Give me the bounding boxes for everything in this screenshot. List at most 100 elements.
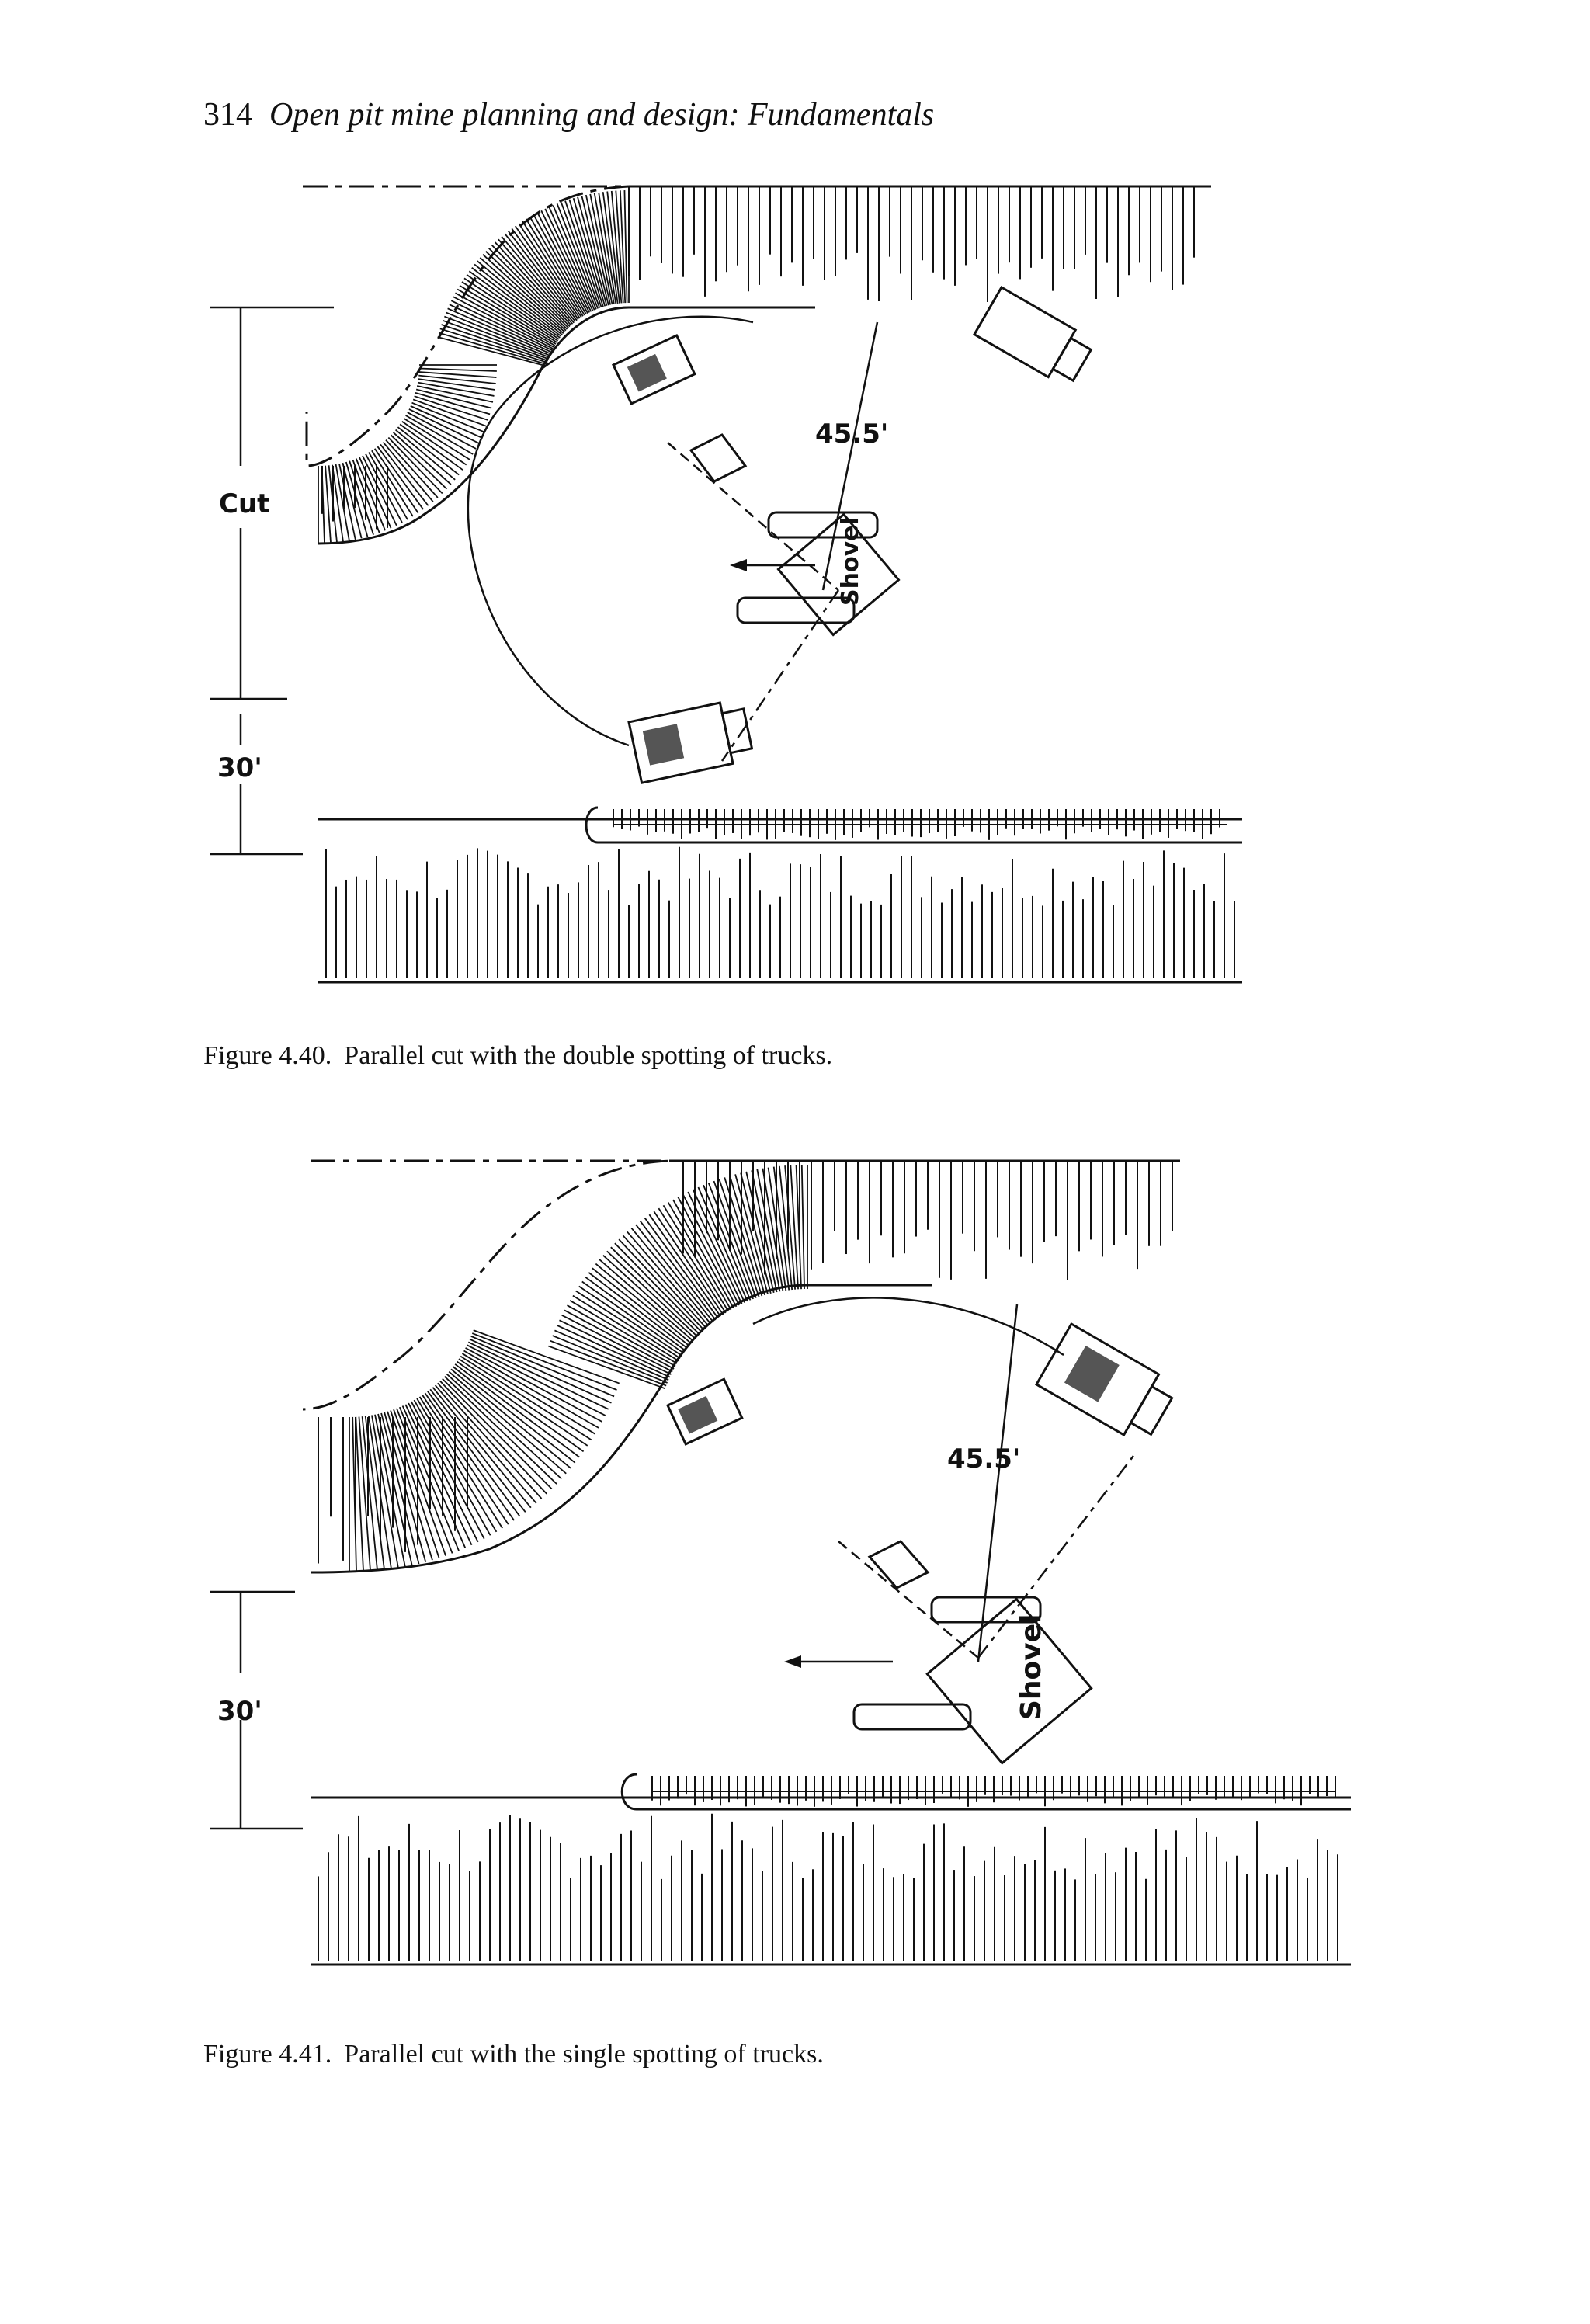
hatch-mark	[403, 418, 470, 460]
hatch-mark	[560, 202, 601, 308]
hatch-mark	[439, 328, 548, 363]
upper-band-inner-edge	[318, 306, 815, 545]
hatch-mark	[362, 455, 398, 526]
hatch-mark	[427, 1391, 521, 1517]
hatch-mark	[415, 388, 492, 409]
hatch-mark	[623, 190, 628, 304]
hatch-mark	[692, 1189, 745, 1303]
hatch-mark	[800, 1165, 805, 1290]
hatch-mark	[779, 1165, 793, 1291]
hatch-mark	[477, 260, 564, 334]
hatch-mark	[544, 208, 594, 311]
hatch-mark	[358, 1416, 371, 1572]
hatch-mark	[548, 207, 595, 311]
hatch-mark	[418, 371, 497, 378]
hatch-mark	[552, 205, 597, 310]
hatch-mark	[416, 1398, 498, 1533]
hatch-mark	[559, 1319, 672, 1375]
hatch-mark	[411, 1401, 485, 1540]
hatch-mark	[424, 1392, 515, 1521]
hatch-mark	[552, 1335, 668, 1384]
hatch-mark	[677, 1197, 738, 1308]
hatch-mark	[367, 1416, 392, 1570]
truck-upper-band	[666, 1377, 744, 1446]
hatch-mark	[635, 1224, 714, 1322]
hatch-mark	[405, 415, 474, 455]
hatch-mark	[461, 281, 557, 343]
hatch-mark	[658, 1207, 727, 1314]
hatch-mark	[572, 197, 606, 307]
hatch-mark	[482, 254, 567, 332]
hatch-mark	[368, 452, 408, 520]
hatch-mark	[554, 1329, 669, 1381]
hatch-mark	[418, 378, 495, 391]
figure-4-40-caption: Figure 4.40.Parallel cut with the double…	[203, 1039, 832, 1073]
hatch-mark	[572, 1294, 679, 1362]
hatch-mark	[518, 223, 582, 318]
truck-upper-band	[612, 333, 696, 405]
hatch-mark	[387, 436, 443, 495]
hatch-mark	[432, 1387, 532, 1509]
hatch-mark	[471, 1332, 617, 1391]
hatch-mark	[393, 432, 452, 485]
hatch-mark	[463, 1350, 599, 1429]
hatch-mark	[397, 426, 460, 476]
truck-lower-left	[627, 701, 754, 785]
width-label: 30'	[217, 752, 262, 783]
hatch-mark	[404, 1404, 473, 1546]
hatch-mark	[442, 1377, 553, 1490]
hatch-mark	[515, 225, 581, 319]
hatch-mark	[364, 1416, 385, 1571]
hatch-mark	[380, 443, 429, 506]
hatch-mark	[784, 1165, 797, 1290]
book-title: Open pit mine planning and design	[269, 97, 729, 133]
upper-band-inner-edge	[310, 1284, 932, 1574]
hatch-mark	[790, 1165, 799, 1290]
hatch-mark	[408, 408, 480, 444]
hatch-mark	[495, 241, 572, 326]
hatch-mark	[602, 1255, 696, 1339]
hatch-mark	[672, 1199, 734, 1309]
hatch-mark	[437, 1382, 543, 1499]
boom-line	[838, 1541, 979, 1659]
hatch-mark	[578, 1285, 682, 1357]
hatch-mark	[556, 203, 599, 309]
hatch-mark	[522, 221, 584, 317]
dipper	[867, 1540, 930, 1589]
hatch-mark	[345, 461, 369, 537]
dimension-lines	[210, 1590, 303, 1830]
hatch-mark	[697, 1186, 748, 1302]
hatch-mark	[548, 1345, 666, 1390]
hatch-mark	[595, 1263, 692, 1344]
hatch-mark	[352, 459, 380, 533]
hatch-mark	[361, 1416, 379, 1572]
band-outlines	[303, 185, 1242, 984]
hatch-mark	[569, 1300, 678, 1364]
hatch-mark	[606, 191, 620, 304]
hatch-mark	[359, 457, 392, 529]
figure-number: Figure 4.41.	[203, 2040, 332, 2069]
shovel-label: Shovel	[837, 517, 864, 606]
hatch-mark	[488, 248, 569, 328]
hatch-mark	[644, 1217, 719, 1319]
hatch-mark	[446, 311, 550, 356]
hatch-mark	[429, 1388, 526, 1513]
hatch-mark	[772, 1166, 790, 1291]
caption-text: Parallel cut with the single spotting of…	[344, 2040, 824, 2069]
hatch-mark	[610, 190, 623, 304]
hatch-mark	[395, 429, 456, 481]
hatch-mark	[767, 1167, 787, 1291]
radius-label: 45.5'	[947, 1443, 1020, 1475]
hatch-mark	[338, 463, 356, 540]
hatch-mark	[536, 212, 591, 313]
hatch-mark	[588, 1272, 688, 1350]
hatch-mark	[377, 1413, 413, 1566]
hatch-mark	[729, 1176, 766, 1296]
hatch-mark	[504, 233, 576, 322]
hatch-mark	[751, 1170, 778, 1293]
boom-line	[667, 442, 839, 591]
truck-top-right	[972, 285, 1093, 383]
hatch-mark	[599, 1259, 694, 1342]
hatch-mark	[355, 1416, 364, 1572]
hatch-mark	[422, 1395, 509, 1525]
